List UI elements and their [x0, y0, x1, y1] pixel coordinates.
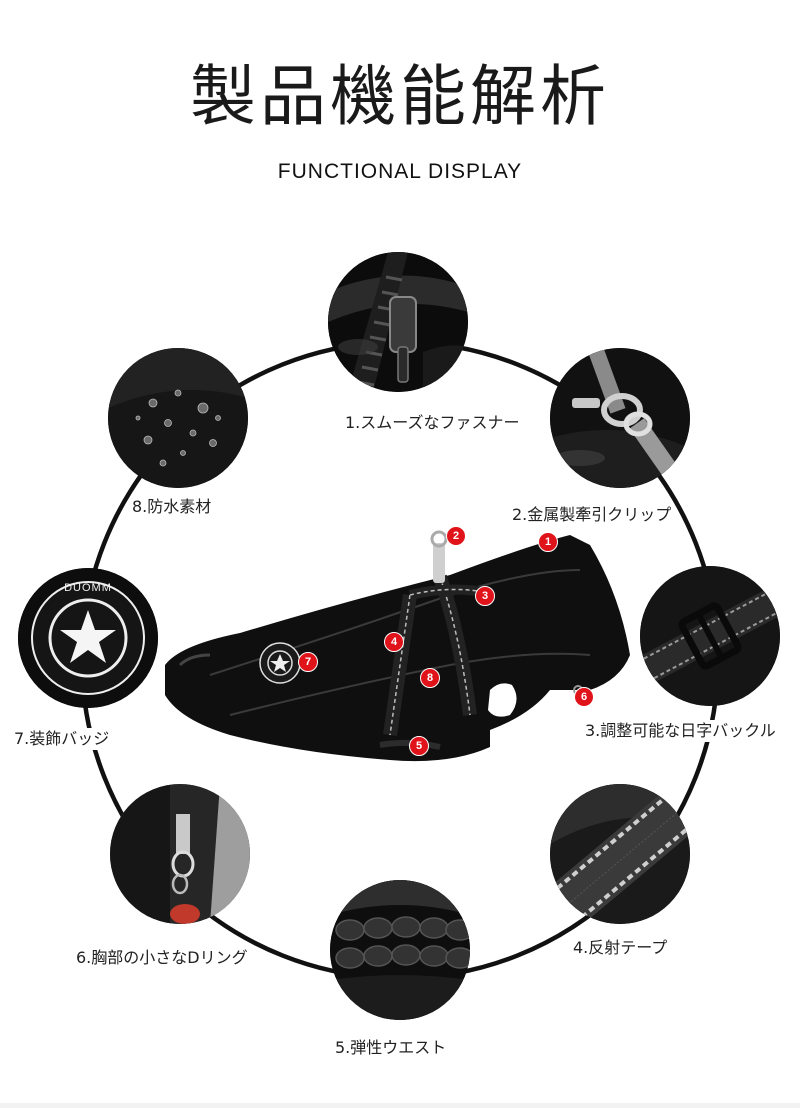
marker-5: 5	[409, 736, 429, 756]
bottom-divider	[0, 1103, 800, 1108]
d-ring-icon	[110, 784, 250, 924]
page-title: 製品機能解析	[190, 58, 610, 135]
marker-2: 2	[446, 526, 466, 546]
marker-7: 7	[298, 652, 318, 672]
page-subtitle: FUNCTIONAL DISPLAY	[277, 160, 523, 183]
feature-label-8: 8.防水素材	[130, 496, 214, 518]
marker-1: 1	[538, 532, 558, 552]
feature-label-4: 4.反射テープ	[571, 937, 670, 959]
marker-8: 8	[420, 668, 440, 688]
reflective-tape-icon	[550, 784, 690, 924]
waterproof-material-icon	[108, 348, 248, 488]
marker-6: 6	[574, 687, 594, 707]
elastic-waist-icon	[330, 880, 470, 1020]
marker-3: 3	[475, 586, 495, 606]
feature-label-3: 3.調整可能な日字バックル	[583, 720, 778, 742]
decorative-badge-icon: DUOMM	[18, 568, 158, 708]
adjustable-buckle-icon	[640, 566, 780, 706]
feature-label-6: 6.胸部の小さなDリング	[74, 947, 250, 969]
badge-brand-text: DUOMM	[64, 582, 112, 594]
feature-label-1: 1.スムーズなファスナー	[343, 412, 522, 434]
feature-label-5: 5.弾性ウエスト	[333, 1037, 449, 1059]
zipper-icon	[328, 252, 468, 392]
feature-label-7: 7.装飾バッジ	[12, 728, 112, 750]
marker-4: 4	[384, 632, 404, 652]
feature-label-2: 2.金属製牽引クリップ	[510, 504, 674, 526]
metal-clip-icon	[550, 348, 690, 488]
